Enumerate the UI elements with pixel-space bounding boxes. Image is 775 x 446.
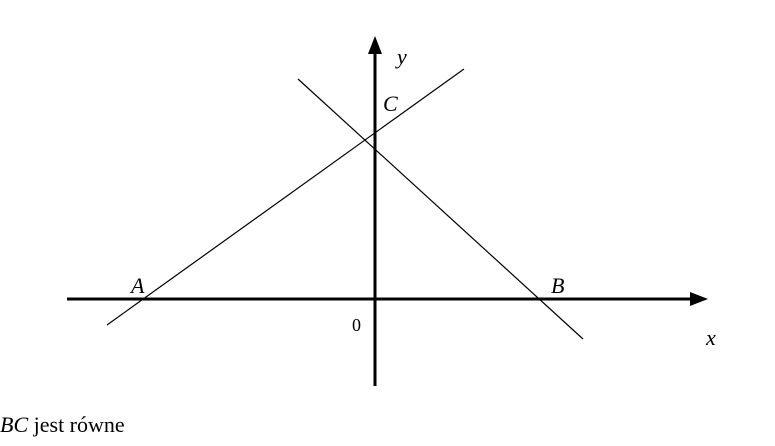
origin-label: 0 xyxy=(352,315,361,335)
line-ac xyxy=(106,68,465,326)
point-c-label: C xyxy=(383,91,398,116)
caption: BC jest równe xyxy=(0,412,125,438)
caption-text: jest równe xyxy=(28,412,125,437)
caption-segment-name: BC xyxy=(0,412,29,437)
x-axis-arrowhead xyxy=(690,292,708,306)
x-axis-label: x xyxy=(705,325,716,350)
point-b-label: B xyxy=(551,273,564,298)
point-a-label: A xyxy=(129,273,145,298)
line-cb xyxy=(297,78,584,340)
y-axis-arrowhead xyxy=(368,36,382,54)
y-axis-label: y xyxy=(395,44,407,69)
